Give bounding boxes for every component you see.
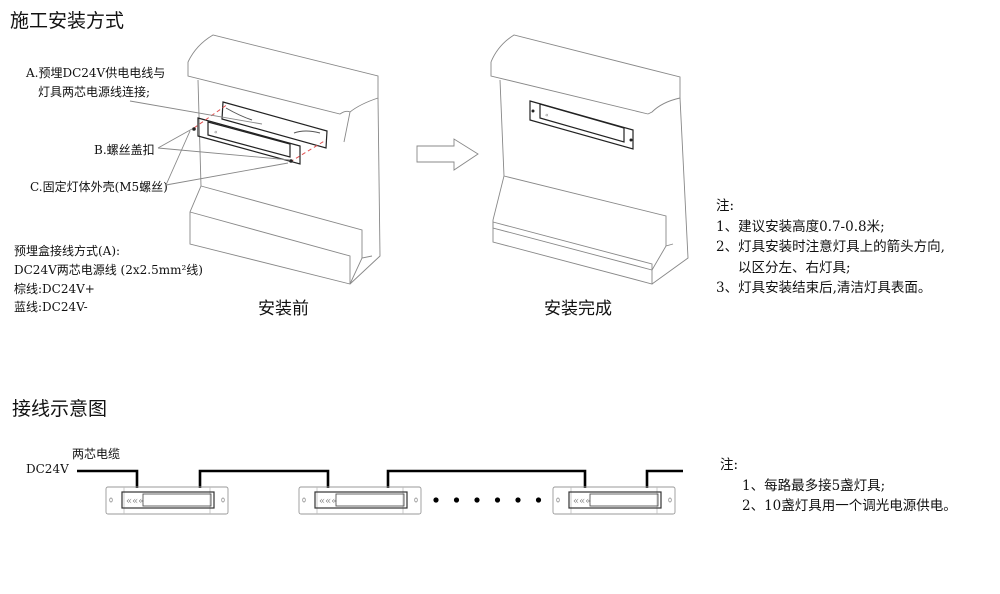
before-caption: 安装前 [258, 299, 309, 319]
wiring-note-2: 2、10盏灯具用一个调光电源供电。 [742, 498, 957, 514]
leader-lines [129, 100, 291, 186]
wiring-notes-title: 注: [720, 457, 739, 473]
screw-installed-right [629, 138, 633, 142]
ellipsis-dot [494, 497, 501, 503]
cabinet-after-base [492, 221, 653, 285]
fixture-body [121, 491, 215, 509]
embedded-box [221, 101, 328, 149]
wiring-lamp-fixture: ««« [552, 486, 676, 515]
leader-c1 [165, 130, 191, 186]
wiring-method-blue: 蓝线:DC24V- [14, 300, 88, 314]
cabinet-after-body-left [492, 79, 674, 271]
cabinet-before-ledge [200, 185, 363, 258]
screw-right [289, 159, 293, 163]
ellipsis-dot [474, 497, 480, 503]
wiring-method-cable: DC24V两芯电源线 (2x2.5mm²线) [14, 263, 203, 277]
install-notes: 注: 1、建议安装高度0.7-0.8米; 2、灯具安装时注意灯具上的箭头方向, … [716, 196, 945, 299]
fixture-screw-hole [556, 497, 560, 503]
fixture-mount-plate [298, 486, 422, 515]
fixture-direction-arrow-icon: ««« [573, 496, 591, 507]
fixture-body [314, 491, 408, 509]
fixture-lens [142, 493, 212, 507]
lamp-faceplate [197, 117, 301, 165]
install-section-title: 施工安装方式 [10, 10, 125, 32]
leader-b1 [157, 128, 193, 149]
lamp-installed-faceplate [529, 100, 634, 150]
fixture-direction-arrow-icon: ««« [319, 496, 337, 507]
wire-segment-1 [198, 469, 330, 488]
install-notes-title: 注: [716, 198, 735, 214]
wiring-note-1: 1、每路最多接5盏灯具; [742, 477, 886, 494]
fixture-body [568, 491, 662, 509]
fixture-screw-hole [414, 497, 418, 503]
callout-b: B.螺丝盖扣 [94, 143, 155, 157]
wiring-lamp-fixture: ««« [105, 486, 229, 515]
lamp-arrow-mark: « [214, 129, 218, 136]
leader-c2 [165, 162, 289, 186]
wire-output [645, 469, 683, 488]
cabinet-after [490, 34, 689, 285]
cabinet-before-rail-front [187, 62, 351, 115]
install-note-1: 1、建议安装高度0.7-0.8米; [716, 218, 885, 235]
cabinet-before-top-rail [187, 34, 379, 143]
cabinet-after-rail-front [490, 62, 649, 115]
cabinet-before [187, 34, 381, 285]
guide-line-right [289, 139, 327, 163]
install-note-3: 3、灯具安装结束后,清洁灯具表面。 [716, 280, 932, 296]
embedded-wire-2 [293, 130, 321, 134]
lamp-exploded: « [192, 101, 328, 165]
wiring-method-brown: 棕线:DC24V+ [14, 282, 95, 296]
cabinet-after-top-rail [490, 34, 681, 115]
wiring-notes: 注: 1、每路最多接5盏灯具; 2、10盏灯具用一个调光电源供电。 [720, 455, 957, 517]
fixture-mount-plate [105, 486, 229, 515]
screw-installed-left [531, 109, 535, 113]
leader-b2 [157, 147, 291, 161]
lamp-body [207, 121, 291, 158]
leader-a [129, 100, 263, 125]
ellipsis-dot [515, 497, 521, 503]
cabinet-before-body-right [349, 97, 381, 285]
callout-a-line1: A.预埋DC24V供电电线与 [26, 66, 166, 80]
cabinet-after-ledge [503, 175, 667, 246]
lamp-installed-arrow-mark: « [545, 112, 549, 119]
ellipsis-dot [535, 497, 542, 503]
embedded-wire [225, 107, 253, 121]
fixture-screw-hole [668, 497, 672, 503]
screw-left [192, 127, 196, 131]
fixture-mount-plate [552, 486, 676, 515]
wiring-section-title: 接线示意图 [12, 398, 108, 420]
wiring-lamp-fixture: ««« [298, 486, 422, 515]
callout-c: C.固定灯体外壳(M5螺丝) [30, 180, 168, 194]
ellipsis-dot [453, 497, 460, 503]
fixture-lens [335, 493, 405, 507]
install-note-2: 2、灯具安装时注意灯具上的箭头方向, [716, 239, 945, 255]
callout-a-line2: 灯具两芯电源线连接; [38, 85, 151, 99]
power-label: DC24V [26, 462, 69, 476]
wire-segment-2 [386, 469, 587, 488]
fixture-screw-hole [109, 497, 113, 503]
cable-label: 两芯电缆 [72, 447, 121, 461]
ellipsis-dots [433, 497, 542, 503]
cabinet-before-base [189, 211, 351, 284]
lamp-installed-body [539, 103, 625, 143]
wiring-diagram: ««« ««« ««« [77, 469, 683, 515]
fixture-direction-arrow-icon: ««« [126, 496, 144, 507]
after-caption: 安装完成 [544, 299, 612, 319]
fixture-screw-hole [221, 497, 225, 503]
ellipsis-dot [433, 497, 439, 503]
fixture-screw-hole [302, 497, 306, 503]
fixture-lens [589, 493, 659, 507]
cabinet-after-body-right [651, 97, 689, 285]
wire-input [77, 469, 139, 488]
arrow-right-icon [416, 138, 479, 171]
wiring-method-title: 预埋盒接线方式(A): [14, 244, 121, 258]
cabinet-before-body-left [189, 79, 373, 285]
lamp-installed: « [529, 100, 634, 150]
install-note-2-cont: 以区分左、右灯具; [738, 259, 851, 276]
